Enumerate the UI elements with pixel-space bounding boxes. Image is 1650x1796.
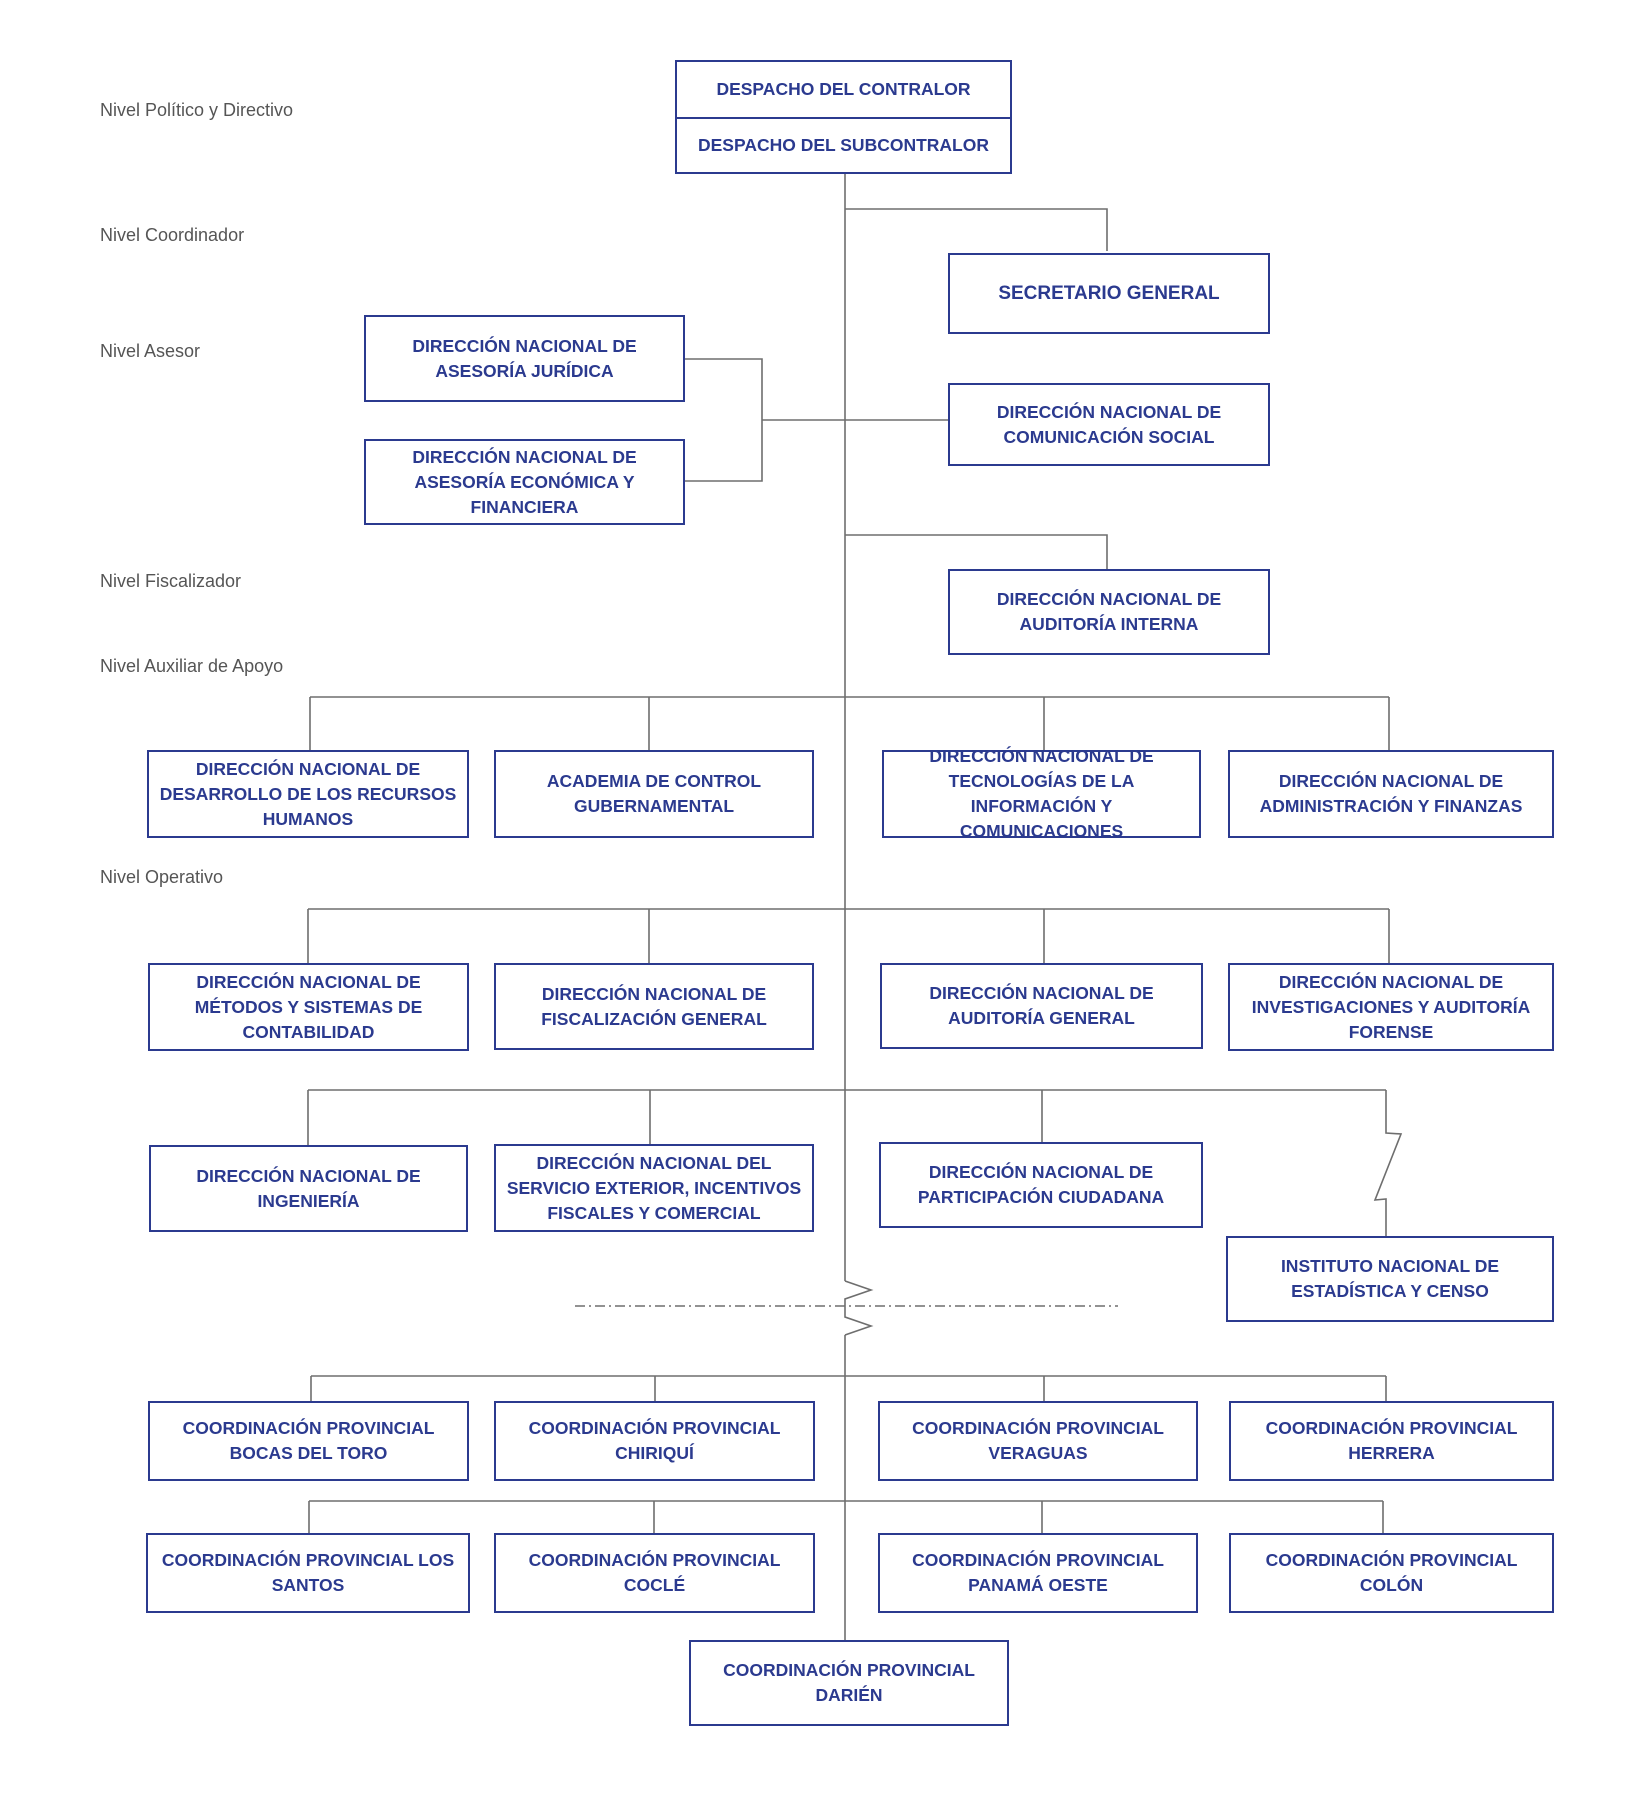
connector-asesores: [684, 358, 948, 482]
node-coord-chiriqui: COORDINACIÓN PROVINCIAL CHIRIQUÍ: [494, 1401, 815, 1481]
node-coord-cocle: COORDINACIÓN PROVINCIAL COCLÉ: [494, 1533, 815, 1613]
node-auditoria-interna: DIRECCIÓN NACIONAL DE AUDITORÍA INTERNA: [948, 569, 1270, 655]
level-label-politico: Nivel Político y Directivo: [100, 100, 294, 120]
level-label-auxiliar: Nivel Auxiliar de Apoyo: [100, 656, 284, 676]
node-coord-herrera: COORDINACIÓN PROVINCIAL HERRERA: [1229, 1401, 1554, 1481]
connector-coord-row1: [310, 1375, 1387, 1402]
node-academia: ACADEMIA DE CONTROL GUBERNAMENTAL: [494, 750, 814, 838]
node-recursos-humanos: DIRECCIÓN NACIONAL DE DESARROLLO DE LOS …: [147, 750, 469, 838]
level-label-operativo: Nivel Operativo: [100, 867, 224, 887]
connector-coord-row2: [308, 1500, 1384, 1534]
node-servicio-exterior: DIRECCIÓN NACIONAL DEL SERVICIO EXTERIOR…: [494, 1144, 814, 1232]
node-asesoria-economica: DIRECCIÓN NACIONAL DE ASESORÍA ECONÓMICA…: [364, 439, 685, 525]
level-label-coordinador: Nivel Coordinador: [100, 225, 245, 245]
connector-auditoria-interna: [845, 534, 1108, 570]
node-coord-darien: COORDINACIÓN PROVINCIAL DARIÉN: [689, 1640, 1009, 1726]
node-investigaciones-forense: DIRECCIÓN NACIONAL DE INVESTIGACIONES Y …: [1228, 963, 1554, 1051]
node-administracion-finanzas: DIRECCIÓN NACIONAL DE ADMINISTRACIÓN Y F…: [1228, 750, 1554, 838]
node-contralor: DESPACHO DEL CONTRALOR: [716, 79, 971, 99]
despacho-box: DESPACHO DEL CONTRALOR DESPACHO DEL SUBC…: [675, 60, 1012, 174]
node-coord-colon: COORDINACIÓN PROVINCIAL COLÓN: [1229, 1533, 1554, 1613]
node-fiscalizacion-general: DIRECCIÓN NACIONAL DE FISCALIZACIÓN GENE…: [494, 963, 814, 1050]
node-asesoria-juridica: DIRECCIÓN NACIONAL DE ASESORÍA JURÍDICA: [364, 315, 685, 402]
node-coord-veraguas: COORDINACIÓN PROVINCIAL VERAGUAS: [878, 1401, 1198, 1481]
node-coord-los-santos: COORDINACIÓN PROVINCIAL LOS SANTOS: [146, 1533, 470, 1613]
node-ingenieria: DIRECCIÓN NACIONAL DE INGENIERÍA: [149, 1145, 468, 1232]
connector-operativo-row1: [307, 908, 1390, 964]
node-coord-bocas-del-toro: COORDINACIÓN PROVINCIAL BOCAS DEL TORO: [148, 1401, 469, 1481]
node-coord-panama-oeste: COORDINACIÓN PROVINCIAL PANAMÁ OESTE: [878, 1533, 1198, 1613]
level-label-fiscalizador: Nivel Fiscalizador: [100, 571, 242, 591]
node-tic: DIRECCIÓN NACIONAL DE TECNOLOGÍAS DE LA …: [882, 746, 1201, 841]
node-subcontralor: DESPACHO DEL SUBCONTRALOR: [677, 117, 1010, 172]
connector-auxiliar-row: [309, 696, 1390, 751]
connector-operativo-row2: [307, 1089, 1403, 1237]
node-auditoria-general: DIRECCIÓN NACIONAL DE AUDITORÍA GENERAL: [880, 963, 1203, 1049]
level-label-asesor: Nivel Asesor: [100, 341, 201, 361]
node-metodos-sistemas: DIRECCIÓN NACIONAL DE MÉTODOS Y SISTEMAS…: [148, 963, 469, 1051]
connector-secretario: [845, 208, 1108, 251]
node-inec: INSTITUTO NACIONAL DE ESTADÍSTICA Y CENS…: [1226, 1236, 1554, 1322]
node-comunicacion-social: DIRECCIÓN NACIONAL DE COMUNICACIÓN SOCIA…: [948, 383, 1270, 466]
node-secretario-general: SECRETARIO GENERAL: [948, 253, 1270, 334]
trunk-break-line: [844, 1280, 874, 1336]
node-participacion-ciudadana: DIRECCIÓN NACIONAL DE PARTICIPACIÓN CIUD…: [879, 1142, 1203, 1228]
